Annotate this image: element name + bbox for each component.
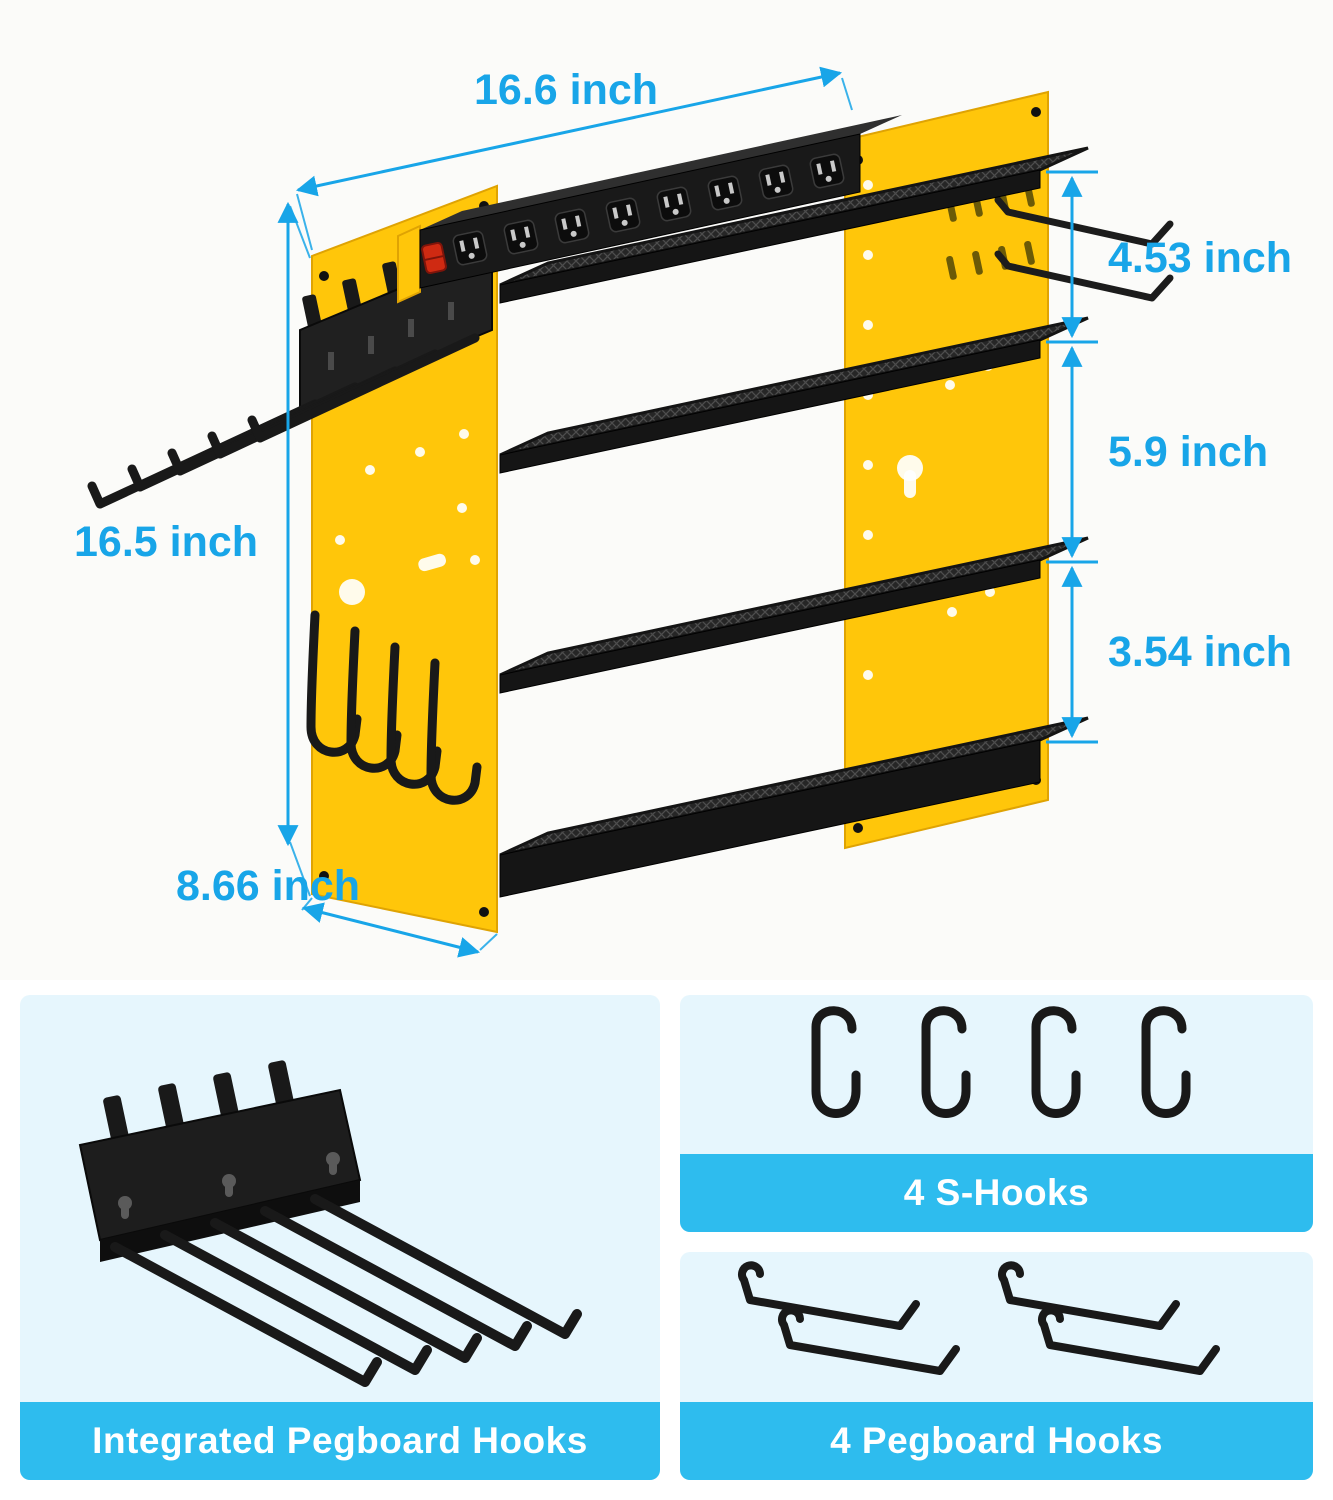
dim-label-width: 16.6 inch <box>474 66 658 114</box>
pegboard-hook-4 <box>1038 1306 1220 1375</box>
tool-rack-illustration <box>87 90 1174 934</box>
power-switch <box>421 241 447 275</box>
shelf-1 <box>499 146 1089 304</box>
caption-pegboard-hooks: 4 Pegboard Hooks <box>680 1402 1313 1480</box>
j-hooks <box>306 610 482 805</box>
pegboard-hook-1 <box>738 1261 920 1330</box>
integrated-hooks-panel: Integrated Pegboard Hooks <box>20 995 660 1480</box>
s-hook-4 <box>1141 1006 1191 1118</box>
s-hook-2 <box>921 1006 971 1118</box>
outlet-2 <box>503 219 539 255</box>
integrated-hooks-art <box>78 1060 582 1387</box>
dim-depth-bottom: 8.66 inch <box>176 862 498 958</box>
tool-rack-svg: 16.6 inch 16.5 inch 8.66 inch <box>74 66 1292 958</box>
dim-label-depth: 8.66 inch <box>176 862 360 910</box>
shelves <box>499 146 1089 898</box>
outlet-3 <box>554 208 590 244</box>
dim-width-top: 16.6 inch <box>295 66 853 251</box>
outlet-4 <box>605 197 641 233</box>
shelf-3 <box>499 536 1089 694</box>
s-hooks-art <box>811 1006 1191 1118</box>
s-hook-3 <box>1031 1006 1081 1118</box>
pegboard-hook-2 <box>998 1261 1180 1330</box>
dim-label-gap-bottom: 3.54 inch <box>1108 628 1292 676</box>
pegboard-hook-bracket-illustration <box>78 1060 582 1387</box>
outlet-5 <box>656 186 692 222</box>
dim-label-gap-top: 4.53 inch <box>1108 234 1292 282</box>
shelf-2 <box>499 316 1089 474</box>
pegboard-hook-3 <box>778 1306 960 1375</box>
dimension-annotations: 16.6 inch 16.5 inch 8.66 inch <box>74 66 1292 958</box>
outlet-6 <box>707 175 743 211</box>
dim-height-left: 16.5 inch <box>74 201 311 897</box>
outlet-8 <box>809 153 845 189</box>
outlet-1 <box>452 230 488 266</box>
caption-integrated-pegboard-hooks: Integrated Pegboard Hooks <box>20 1402 660 1480</box>
s-hook-1 <box>811 1006 861 1118</box>
s-hooks-panel: 4 S-Hooks <box>680 995 1313 1232</box>
bracket-prong-wires <box>110 1194 582 1387</box>
dim-shelf-gaps-right: 4.53 inch 5.9 inch 3.54 inch <box>1046 170 1292 744</box>
pegboard-holes-left <box>335 247 480 605</box>
pegboard-hooks-art <box>738 1261 1220 1375</box>
pegboard-hooks-panel: 4 Pegboard Hooks <box>680 1252 1313 1480</box>
dim-label-gap-middle: 5.9 inch <box>1108 428 1268 476</box>
main-product-diagram: 16.6 inch 16.5 inch 8.66 inch <box>73 66 1293 958</box>
outlet-7 <box>758 164 794 200</box>
dim-label-height: 16.5 inch <box>74 518 258 566</box>
caption-s-hooks: 4 S-Hooks <box>680 1154 1313 1232</box>
shelf-4 <box>499 716 1089 898</box>
right-pegboard-panel <box>844 90 1049 850</box>
